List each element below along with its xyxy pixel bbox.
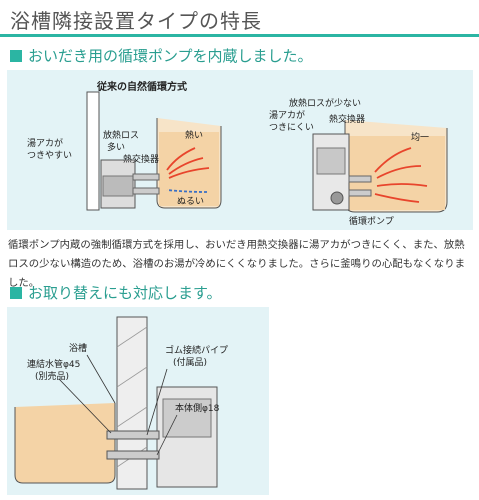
left-cold-arrows (166, 189, 208, 193)
left-hot-arrows (166, 147, 210, 179)
right-pipe-upper (348, 175, 372, 183)
right-label-yuaka-2: つきにくい (269, 122, 314, 133)
section-heading-pump-text: おいだき用の循環ポンプを内蔵しました。 (28, 47, 313, 65)
left-bath-water (159, 132, 219, 206)
right-label-netsuloss: 放熱ロスが少ない (289, 97, 361, 109)
right-pipe-lower (348, 189, 372, 197)
label-pipe-1: 連結水管φ45 (27, 358, 80, 370)
page-title: 浴槽隣接設置タイプの特長 (10, 9, 262, 33)
left-wall (86, 91, 100, 211)
left-pipe-upper (132, 173, 160, 181)
replacement-diagram: 浴槽 連結水管φ45 (別売品) ゴム接続パイプ (付属品) 本体側φ18 (14, 316, 228, 490)
pump-diagram-panel: 従来の自然循環方式 熱い ぬるい 湯アカが つきやすい 放熱ロス 多い 熱交換器 (7, 70, 473, 230)
label-rubber-2: (付属品) (173, 357, 207, 368)
leader-lines (58, 354, 178, 456)
right-label-yuaka-1: 湯アカが (269, 109, 305, 121)
connecting-pipe-lower (106, 450, 160, 460)
pump-description: 循環ポンプ内蔵の強制循環方式を採用し、おいだき用熱交換器に湯アカがつきにくく、ま… (8, 239, 465, 289)
replacement-diagram-panel: 浴槽 連結水管φ45 (別売品) ゴム接続パイプ (付属品) 本体側φ18 (7, 307, 269, 495)
right-bath-water (347, 136, 445, 210)
left-label-yuaka-1: 湯アカが (27, 137, 63, 149)
left-pipe-lower (132, 187, 160, 195)
square-bullet-icon (10, 286, 22, 299)
left-label-yuaka-2: つきやすい (27, 150, 72, 161)
label-rubber-1: ゴム接続パイプ (165, 344, 228, 356)
pump-diagram: 従来の自然循環方式 熱い ぬるい 湯アカが つきやすい 放熱ロス 多い 熱交換器 (27, 80, 448, 227)
square-bullet-icon (10, 49, 22, 62)
right-label-exchanger: 熱交換器 (329, 113, 365, 125)
wall (116, 316, 148, 490)
left-label-exchanger: 熱交換器 (123, 153, 159, 165)
right-label-even: 均一 (411, 131, 429, 143)
left-label-netsuloss-2: 多い (107, 141, 125, 153)
label-bathtub: 浴槽 (69, 342, 87, 354)
heater-exchanger (162, 398, 212, 438)
left-diagram-title: 従来の自然循環方式 (96, 80, 187, 93)
connecting-pipe-upper (106, 430, 160, 440)
left-label-lukewarm: ぬるい (177, 196, 204, 207)
left-heat-exchanger (102, 175, 134, 197)
right-hot-arrows (374, 147, 428, 203)
label-pipe-2: (別売品) (35, 370, 69, 382)
left-label-netsuloss-1: 放熱ロス (103, 129, 139, 141)
label-body: 本体側φ18 (175, 402, 220, 414)
section-heading-pump: おいだき用の循環ポンプを内蔵しました。 (10, 45, 313, 66)
title-rule (0, 34, 479, 37)
right-heat-exchanger (316, 147, 346, 175)
right-pump (330, 191, 344, 205)
bathtub (14, 403, 116, 484)
left-label-hot: 熱い (185, 129, 203, 141)
section-heading-replacement-text: お取り替えにも対応します。 (28, 284, 222, 302)
right-label-pump: 循環ポンプ (349, 215, 394, 227)
section-heading-replacement: お取り替えにも対応します。 (10, 282, 222, 303)
